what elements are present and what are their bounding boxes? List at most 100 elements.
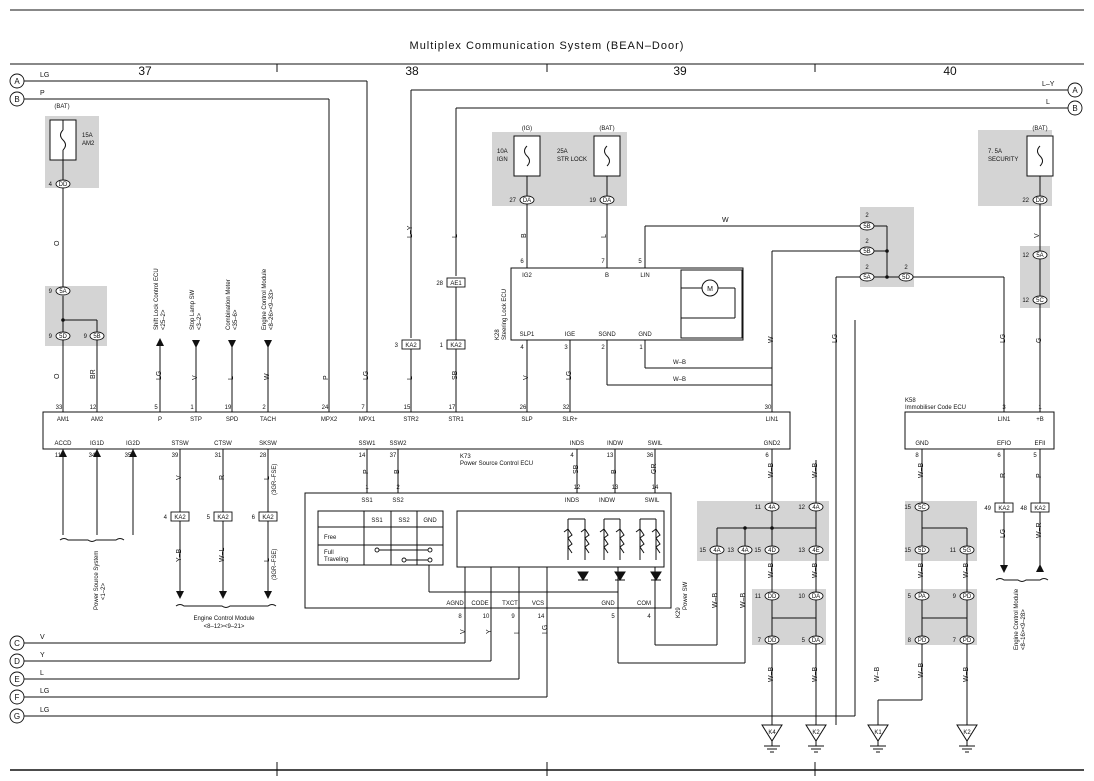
svg-text:KA2: KA2 — [174, 515, 186, 521]
svg-text:K58: K58 — [905, 398, 916, 404]
fuse-am2: (BAT) 15A AM2 DD 4 O — [49, 104, 95, 287]
svg-text:(3GR–FSE): (3GR–FSE) — [272, 464, 278, 495]
k73-pin-name: P — [158, 417, 162, 423]
svg-text:11: 11 — [950, 548, 957, 554]
fuse-security: (BAT) 7. 5A SECURITY DD 22 V 5A 12 5C 12… — [988, 126, 1054, 412]
svg-text:K73: K73 — [460, 454, 471, 460]
svg-text:V: V — [1034, 233, 1041, 238]
svg-text:W–B: W–B — [673, 360, 686, 366]
resistor-icon — [635, 518, 661, 560]
svg-text:15: 15 — [904, 505, 911, 511]
svg-text:25A: 25A — [557, 149, 568, 155]
k73-pin-number: 26 — [520, 405, 527, 411]
svg-text:KA2: KA2 — [450, 343, 462, 349]
svg-text:5: 5 — [638, 259, 642, 265]
svg-text:W–B: W–B — [768, 463, 775, 479]
svg-text:4D: 4D — [768, 548, 776, 554]
svg-text:49: 49 — [984, 506, 991, 512]
k73-pin-number: 31 — [215, 453, 222, 459]
svg-text:DA: DA — [523, 198, 531, 204]
svg-text:B: B — [394, 469, 401, 474]
svg-text:5A: 5A — [863, 275, 870, 281]
svg-text:P: P — [323, 375, 330, 380]
svg-text:KA2: KA2 — [405, 343, 417, 349]
svg-text:28: 28 — [436, 281, 443, 287]
svg-text:+B: +B — [1036, 417, 1044, 423]
svg-text:PA: PA — [918, 594, 926, 600]
svg-text:P: P — [363, 469, 370, 474]
svg-text:V: V — [460, 629, 467, 634]
svg-text:K2: K2 — [812, 730, 820, 736]
k73-pin-name: INDS — [570, 441, 584, 447]
table-cell: Traveling — [324, 557, 348, 563]
left-inputs: LG V L W P LG Shift Lock Control ECU <25… — [154, 268, 370, 412]
power-source-system: Power Source System <1–2> — [59, 449, 137, 610]
svg-text:Y: Y — [486, 629, 493, 634]
svg-text:6: 6 — [520, 259, 524, 265]
svg-text:7: 7 — [953, 638, 957, 644]
svg-text:LG: LG — [1000, 334, 1007, 343]
svg-text:SB: SB — [573, 464, 580, 474]
svg-text:W–B: W–B — [918, 563, 925, 579]
svg-text:D: D — [14, 657, 20, 666]
svg-text:12: 12 — [798, 505, 805, 511]
page-number: 38 — [405, 64, 419, 78]
svg-text:LG: LG — [40, 707, 49, 714]
svg-text:SGND: SGND — [598, 332, 616, 338]
svg-text:B: B — [605, 273, 609, 279]
svg-text:BR: BR — [90, 369, 97, 379]
k73-pin-name: SWIL — [648, 441, 663, 447]
svg-text:M: M — [707, 286, 713, 293]
page-title: Multiplex Communication System (BEAN–Doo… — [410, 40, 685, 52]
svg-text:F: F — [15, 693, 20, 702]
svg-text:Free: Free — [324, 535, 337, 541]
svg-text:2: 2 — [865, 213, 869, 219]
svg-text:LG: LG — [1000, 529, 1007, 538]
svg-text:13: 13 — [612, 485, 619, 491]
svg-text:2: 2 — [396, 485, 400, 491]
svg-text:K1: K1 — [874, 730, 882, 736]
svg-text:15: 15 — [904, 548, 911, 554]
svg-text:<3–2>: <3–2> — [197, 312, 203, 330]
svg-text:22: 22 — [1022, 198, 1029, 204]
k73-pin-name: IG2D — [126, 441, 141, 447]
svg-text:C: C — [14, 639, 20, 648]
k73-pin-name: TACH — [260, 417, 276, 423]
ground-points: K4 K2 K1 K2 — [761, 724, 978, 753]
svg-text:K28: K28 — [495, 329, 501, 340]
svg-text:9: 9 — [84, 334, 88, 340]
svg-text:6: 6 — [997, 453, 1001, 459]
svg-text:A: A — [1072, 86, 1078, 95]
svg-text:V: V — [176, 475, 183, 480]
k73-pin-name: AM2 — [91, 417, 104, 423]
svg-text:K2: K2 — [963, 730, 971, 736]
junction-5a: 5A 9 5D 9 5B 9 O BR — [49, 286, 105, 412]
svg-text:DA: DA — [603, 198, 611, 204]
svg-text:DA: DA — [812, 594, 820, 600]
svg-text:4A: 4A — [812, 505, 819, 511]
svg-text:SS2: SS2 — [398, 518, 410, 524]
svg-text:LG: LG — [40, 72, 49, 79]
svg-text:Shift Lock Control ECU: Shift Lock Control ECU — [154, 268, 160, 330]
svg-text:5C: 5C — [1036, 298, 1044, 304]
svg-text:<8–12><9–21>: <8–12><9–21> — [204, 624, 245, 630]
svg-text:1: 1 — [440, 343, 444, 349]
svg-text:Power Source System: Power Source System — [94, 551, 100, 610]
k73-pin-number: 33 — [56, 405, 63, 411]
svg-text:1: 1 — [639, 345, 643, 351]
svg-text:5: 5 — [908, 594, 912, 600]
k73-pin-name: SPD — [226, 417, 239, 423]
off-page-bottom: C V D Y E L F LG G LG — [9, 320, 856, 724]
svg-text:11: 11 — [755, 594, 762, 600]
page-number: 37 — [138, 64, 152, 78]
svg-text:10: 10 — [798, 594, 805, 600]
svg-text:6: 6 — [252, 515, 256, 521]
svg-text:W–B: W–B — [768, 563, 775, 579]
k73-pin-name: GND2 — [764, 441, 781, 447]
svg-text:P: P — [40, 90, 45, 97]
svg-text:7: 7 — [601, 259, 605, 265]
svg-text:DD: DD — [768, 594, 777, 600]
svg-text:LG: LG — [40, 688, 49, 695]
svg-text:L: L — [452, 234, 459, 238]
svg-text:V: V — [192, 375, 199, 380]
